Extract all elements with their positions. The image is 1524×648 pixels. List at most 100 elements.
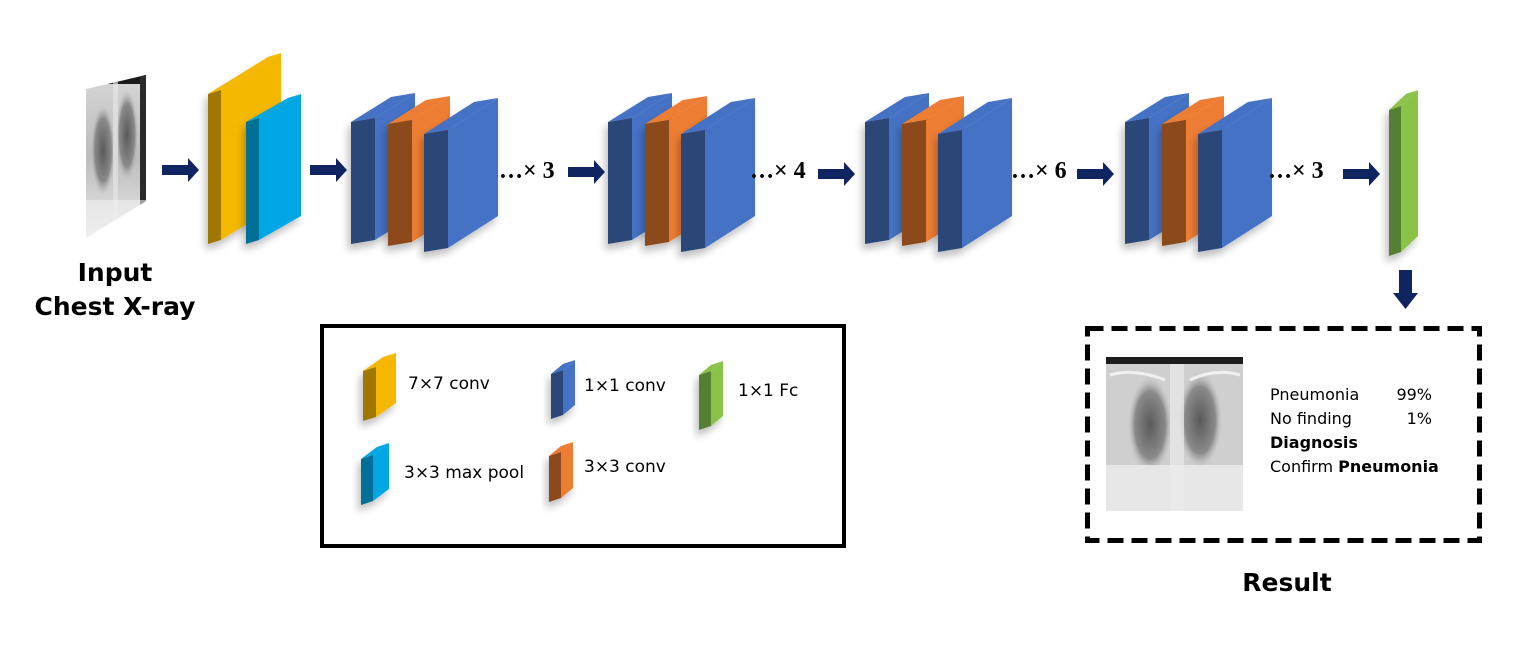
legend-icon-1x1-fc-top-face bbox=[699, 361, 723, 375]
legend-icon-7x7-conv bbox=[363, 353, 396, 421]
legend-icon-7x7-conv-front-face bbox=[376, 353, 396, 417]
legend-label-conv1: 1×1 conv bbox=[584, 376, 666, 396]
legend-icon-1x1-conv-side-face bbox=[551, 370, 563, 419]
stage-4-block-1x1-conv-a-side-face bbox=[1125, 118, 1149, 244]
block-3x3-max-pool-top-face bbox=[246, 94, 301, 122]
stage-3-block-1x1-conv-b-side-face bbox=[938, 130, 962, 252]
diagnosis-value: Pneumonia bbox=[1338, 457, 1439, 476]
legend-icon-1x1-fc bbox=[699, 361, 723, 430]
arrow-right-icon bbox=[1343, 162, 1380, 186]
prediction-row-no-finding: No finding 1% bbox=[1270, 407, 1439, 431]
stage-4-block-1x1-conv-a-top-face bbox=[1125, 93, 1189, 122]
flow-arrows bbox=[162, 158, 1418, 309]
prediction-value: 1% bbox=[1406, 409, 1432, 428]
stage-3-block-1x1-conv-a-side-face bbox=[865, 118, 889, 244]
stage-3-block-1x1-conv-b-front-face bbox=[962, 98, 1012, 248]
legend-box bbox=[320, 324, 846, 548]
legend-icon-7x7-conv-top-face bbox=[363, 353, 396, 371]
legend-icon-1x1-fc-front-face bbox=[711, 361, 723, 426]
stage-2-block-1x1-conv-b bbox=[681, 98, 755, 252]
stage-3-block-1x1-conv-b bbox=[938, 98, 1012, 252]
stage-3-block-1x1-conv-a-top-face bbox=[865, 93, 929, 122]
stage-2-block-1x1-conv-a-top-face bbox=[608, 93, 672, 122]
legend-label-conv7: 7×7 conv bbox=[408, 374, 490, 394]
stage-3-block-1x1-conv-b-top-face bbox=[938, 98, 1012, 134]
stage-4-block-1x1-conv-b-side-face bbox=[1198, 130, 1222, 252]
block-3x3-max-pool-side-face bbox=[246, 118, 259, 244]
legend-icon-1x1-conv bbox=[551, 360, 575, 419]
stage-1-block-1x1-conv-a-side-face bbox=[351, 118, 375, 244]
block-fc bbox=[1389, 90, 1418, 256]
legend-icon-7x7-conv-side-face bbox=[363, 367, 376, 421]
stage-4-block-1x1-conv-b bbox=[1198, 98, 1272, 252]
stage-1-block-1x1-conv-a-top-face bbox=[351, 93, 415, 122]
stage-3-block-3x3-conv-top-face bbox=[902, 96, 964, 124]
legend-icon-3x3-max-pool bbox=[361, 443, 389, 505]
diagnosis-prefix: Confirm bbox=[1270, 457, 1334, 476]
prediction-value: 99% bbox=[1396, 385, 1432, 404]
input-label: Input Chest X-ray bbox=[20, 256, 210, 324]
legend-icons bbox=[361, 353, 723, 505]
legend-icon-1x1-conv-front-face bbox=[563, 360, 575, 415]
stage-2-block-1x1-conv-b-front-face bbox=[705, 98, 755, 248]
legend-label-conv3: 3×3 conv bbox=[584, 457, 666, 477]
prediction-label: No finding bbox=[1270, 409, 1352, 428]
diagnosis-line: Confirm Pneumonia bbox=[1270, 455, 1439, 479]
block-3x3-max-pool-front-face bbox=[259, 94, 301, 240]
prediction-row-pneumonia: Pneumonia 99% bbox=[1270, 383, 1439, 407]
legend-icon-3x3-max-pool-top-face bbox=[361, 443, 389, 459]
arrow-down-icon bbox=[1393, 270, 1418, 309]
arrow-right-icon bbox=[1077, 162, 1114, 186]
legend-icon-3x3-conv-front-face bbox=[561, 442, 573, 498]
legend-icon-3x3-conv-top-face bbox=[549, 442, 573, 456]
stage-1-block-1x1-conv-b bbox=[424, 98, 498, 252]
block-fc-front-face bbox=[1401, 90, 1418, 252]
prediction-label: Pneumonia bbox=[1270, 385, 1360, 404]
legend-icon-3x3-conv bbox=[549, 442, 573, 502]
diagnosis-heading: Diagnosis bbox=[1270, 431, 1439, 455]
legend-label-maxpool: 3×3 max pool bbox=[404, 463, 525, 483]
stage-2-repeat-label: …× 4 bbox=[750, 158, 806, 184]
block-fc-top-face bbox=[1389, 90, 1418, 110]
stage-4-block-1x1-conv-b-front-face bbox=[1222, 98, 1272, 248]
stage-1-block-1x1-conv-b-top-face bbox=[424, 98, 498, 134]
legend-label-fc: 1×1 Fc bbox=[738, 381, 799, 401]
block-fc-side-face bbox=[1389, 106, 1401, 256]
block-3x3-max-pool bbox=[246, 94, 301, 244]
arrow-right-icon bbox=[162, 158, 199, 182]
result-text-block: Pneumonia 99% No finding 1% Diagnosis Conf… bbox=[1270, 383, 1439, 479]
stage-1-block-1x1-conv-b-front-face bbox=[448, 98, 498, 248]
legend-icon-3x3-max-pool-side-face bbox=[361, 455, 373, 505]
stage-4-block-3x3-conv-top-face bbox=[1162, 96, 1224, 124]
legend-icon-1x1-conv-top-face bbox=[551, 360, 575, 374]
stage-3-block-3x3-conv-side-face bbox=[902, 120, 926, 246]
legend-icon-3x3-conv-side-face bbox=[549, 452, 561, 502]
stage-2-block-1x1-conv-b-top-face bbox=[681, 98, 755, 134]
arrow-right-icon bbox=[310, 158, 347, 182]
result-title: Result bbox=[1242, 568, 1332, 597]
stage-3-repeat-label: …× 6 bbox=[1011, 158, 1067, 184]
stage-4-repeat-label: …× 3 bbox=[1268, 158, 1324, 184]
stage-2-block-3x3-conv-side-face bbox=[645, 120, 669, 246]
stage-2-block-3x3-conv-top-face bbox=[645, 96, 707, 124]
block-7x7-conv-side-face bbox=[208, 90, 221, 244]
input-xray-image bbox=[86, 75, 146, 238]
stage-2-block-1x1-conv-b-side-face bbox=[681, 130, 705, 252]
result-box-border bbox=[1085, 326, 1482, 543]
legend-icon-1x1-fc-side-face bbox=[699, 371, 711, 430]
arrow-right-icon bbox=[818, 162, 855, 186]
stage-1-block-3x3-conv-side-face bbox=[388, 120, 412, 246]
input-label-line2: Chest X-ray bbox=[34, 292, 196, 321]
stage-2-block-1x1-conv-a-side-face bbox=[608, 118, 632, 244]
stage-1-repeat-label: …× 3 bbox=[499, 158, 555, 184]
legend-icon-3x3-max-pool-front-face bbox=[373, 443, 389, 501]
stage-1-block-3x3-conv-top-face bbox=[388, 96, 450, 124]
stage-4-block-3x3-conv-side-face bbox=[1162, 120, 1186, 246]
stage-1-block-1x1-conv-b-side-face bbox=[424, 130, 448, 252]
stage-4-block-1x1-conv-b-top-face bbox=[1198, 98, 1272, 134]
arrow-right-icon bbox=[568, 160, 605, 184]
block-7x7-conv-top-face bbox=[208, 53, 281, 94]
network-blocks bbox=[208, 53, 1418, 256]
